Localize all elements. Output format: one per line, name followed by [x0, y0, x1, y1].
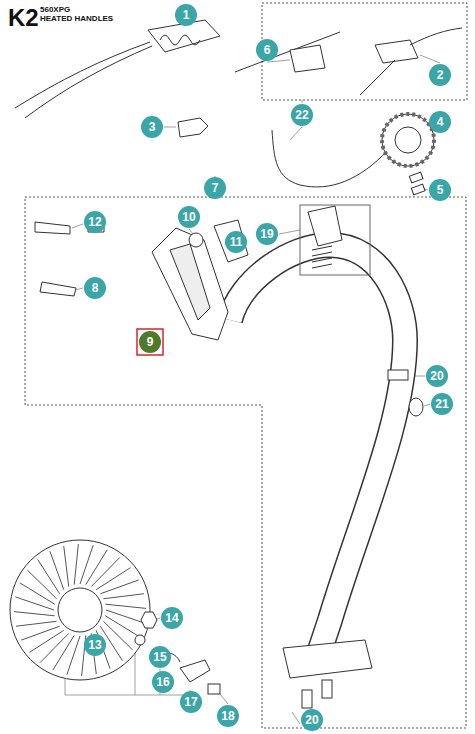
screw	[388, 370, 408, 380]
callout-number: 1	[175, 4, 197, 26]
washer	[135, 635, 145, 645]
knob	[189, 233, 203, 247]
handle-foot	[283, 640, 372, 678]
heater-coil	[160, 35, 200, 45]
callout-number: 3	[141, 116, 163, 138]
callout-number: 10	[178, 206, 200, 228]
group-outlines	[25, 3, 467, 728]
throttle-lock	[214, 220, 248, 262]
screw	[40, 282, 76, 296]
callout-number: 2	[429, 64, 451, 86]
nut	[141, 612, 157, 628]
callout-number: 5	[429, 179, 451, 201]
parts	[10, 20, 462, 708]
handle-tube	[230, 245, 405, 650]
group-22-outline	[262, 3, 467, 100]
page-code: K2	[8, 6, 39, 30]
callout-number: 16	[152, 671, 174, 693]
pawl	[180, 660, 210, 682]
callout-number: 7	[204, 177, 226, 199]
callout-number: 14	[161, 607, 183, 629]
callout-number: 20	[301, 709, 323, 731]
selection-box	[137, 329, 163, 355]
callout-number: 19	[256, 223, 278, 245]
heading-text: 560XPG	[40, 5, 70, 14]
flywheel	[10, 540, 150, 680]
callout-number: 21	[431, 393, 453, 415]
damper	[308, 206, 342, 246]
callout-number: 6	[256, 39, 278, 61]
washer	[409, 398, 423, 416]
callout-number: 13	[84, 634, 106, 656]
callout-number: 15	[149, 646, 171, 668]
callout-number: 11	[225, 231, 247, 253]
bracket	[178, 118, 208, 137]
callout-number: 4	[429, 111, 451, 133]
callout-number: 20	[426, 365, 448, 387]
gasket-plate	[290, 45, 325, 72]
callout-number: 22	[291, 104, 313, 126]
callout-number: 8	[84, 277, 106, 299]
heater-wire	[272, 130, 388, 187]
callout-number: 17	[180, 691, 202, 713]
screw	[208, 684, 220, 694]
switch	[375, 40, 418, 63]
spring	[312, 246, 332, 268]
screw	[35, 222, 70, 234]
group-7-outline	[25, 197, 466, 728]
callout-number: 9	[139, 331, 161, 353]
callout-number: 12	[84, 211, 106, 233]
handle-frame	[152, 228, 228, 340]
callout-number: 18	[217, 705, 239, 727]
heading-text: HEATED HANDLES	[40, 14, 113, 23]
ring	[382, 114, 434, 166]
